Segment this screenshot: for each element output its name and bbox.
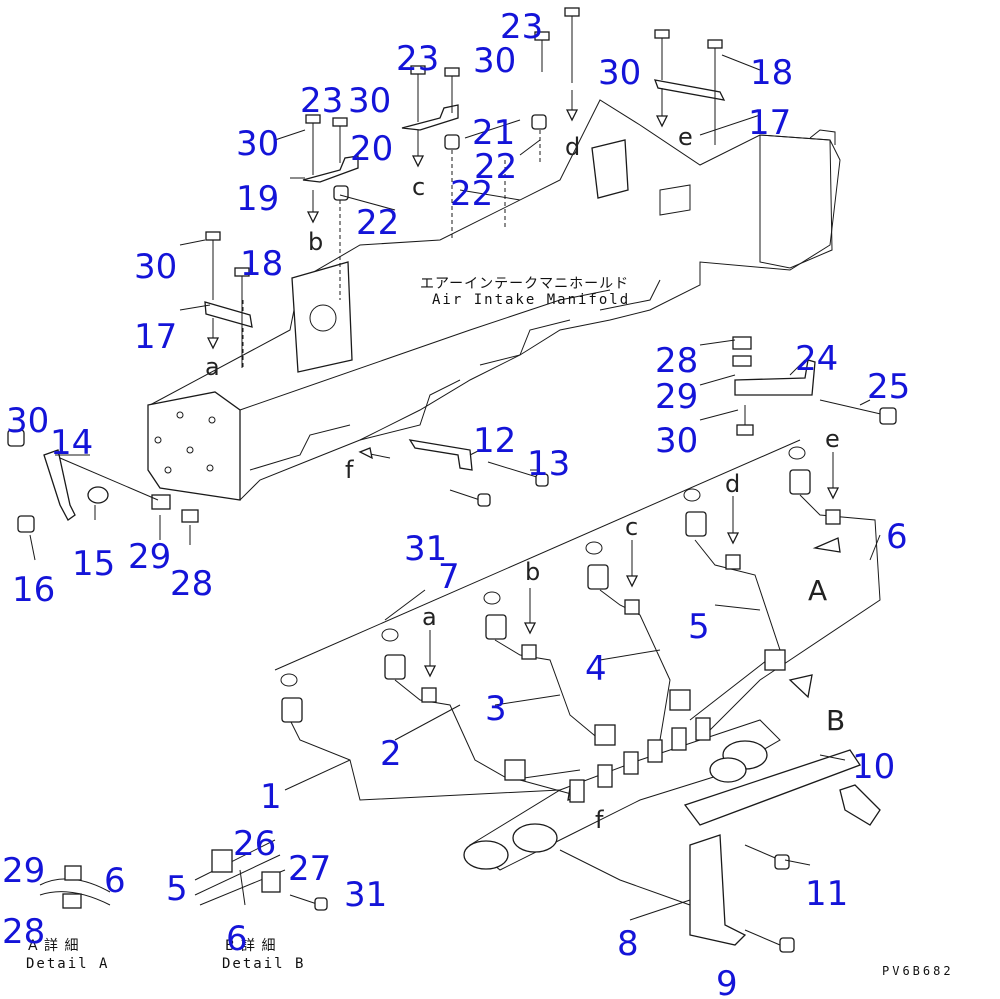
svg-text:c: c	[625, 513, 638, 541]
part-number-31-detail: 31	[344, 875, 387, 915]
detail-b-title-jp: B 詳 細	[225, 938, 277, 954]
part-number-26: 26	[233, 824, 276, 864]
part-number-29-right: 29	[655, 377, 698, 417]
part-number-18-left: 18	[240, 244, 283, 284]
part-number-30-e: 30	[134, 247, 177, 287]
svg-text:b: b	[525, 558, 540, 586]
part-number-28-right: 28	[655, 341, 698, 381]
part-number-callouts: 1 2 3 4 5 6 7 8 9 10 11 12 13 14 15 16 1…	[2, 7, 910, 999]
part-number-9: 9	[716, 964, 738, 999]
part-number-5-detail: 5	[166, 869, 188, 909]
part-number-20: 20	[350, 129, 393, 169]
detail-a-drawing	[39, 865, 111, 909]
part-number-27: 27	[288, 849, 331, 889]
bracket-assembly	[559, 749, 881, 953]
part-number-30-a: 30	[473, 41, 516, 81]
upper-bolts	[7, 7, 897, 533]
part-number-30-b: 30	[598, 53, 641, 93]
part-number-17-right: 17	[748, 103, 791, 143]
injection-pump	[463, 717, 781, 871]
detail-b-drawing	[194, 839, 328, 911]
part-number-28-left: 28	[170, 564, 213, 604]
part-number-22-a: 22	[474, 147, 517, 187]
view-arrows: A B	[788, 537, 845, 737]
part-number-31-main: 31	[404, 529, 447, 569]
svg-text:a: a	[205, 353, 220, 381]
part-number-23-c: 23	[300, 81, 343, 121]
leader-lines	[29, 54, 881, 921]
svg-text:d: d	[565, 133, 580, 161]
part-number-6: 6	[886, 517, 908, 557]
part-number-6-detail-b: 6	[226, 919, 248, 959]
detail-a-title-jp: A 詳 細	[28, 938, 79, 954]
svg-text:c: c	[412, 173, 425, 201]
part-number-18-right: 18	[750, 53, 793, 93]
part-number-8: 8	[617, 924, 639, 964]
part-number-24: 24	[795, 339, 838, 379]
part-number-6-detail-a: 6	[104, 861, 126, 901]
part-number-29-left: 29	[128, 537, 171, 577]
view-arrow-a-label: A	[808, 574, 827, 607]
part-number-16: 16	[12, 570, 55, 610]
part-number-23-b: 23	[396, 39, 439, 79]
part-number-19: 19	[236, 179, 279, 219]
air-intake-manifold	[147, 99, 841, 501]
part-number-30-f: 30	[655, 421, 698, 461]
part-number-1: 1	[260, 777, 282, 817]
part-number-21: 21	[472, 113, 515, 153]
part-number-30-c: 30	[348, 81, 391, 121]
part-number-13: 13	[527, 444, 570, 484]
part-number-29-detail: 29	[2, 851, 45, 891]
drawing-code: PV6B682	[882, 964, 954, 978]
part-number-15: 15	[72, 544, 115, 584]
svg-text:d: d	[725, 470, 740, 498]
part-number-23-a: 23	[500, 7, 543, 47]
part-number-22-b: 22	[450, 174, 493, 214]
svg-text:f: f	[345, 456, 354, 484]
detail-a-title-en: Detail A	[26, 956, 109, 972]
svg-text:b: b	[308, 228, 323, 256]
part-number-30-d: 30	[236, 124, 279, 164]
part-number-5: 5	[688, 607, 710, 647]
part-number-10: 10	[852, 747, 895, 787]
part-number-28-detail: 28	[2, 912, 45, 952]
detail-b-title-en: Detail B	[222, 956, 305, 972]
part-number-25: 25	[867, 367, 910, 407]
svg-text:e: e	[825, 425, 840, 453]
svg-text:e: e	[678, 123, 693, 151]
part-number-4: 4	[585, 649, 607, 689]
manifold-letters: a b c d e f	[205, 123, 693, 484]
part-number-7: 7	[438, 557, 460, 597]
manifold-label-en: Air Intake Manifold	[432, 292, 630, 308]
svg-text:a: a	[422, 603, 437, 631]
manifold-label-jp: エアーインテークマニホールド	[420, 276, 629, 292]
part-number-11: 11	[805, 874, 848, 914]
part-number-2: 2	[380, 734, 402, 774]
manifold-connection-arrows	[206, 88, 669, 460]
part-number-3: 3	[485, 689, 507, 729]
part-number-12: 12	[473, 421, 516, 461]
part-number-30-g: 30	[6, 401, 49, 441]
view-arrow-b-label: B	[826, 704, 845, 737]
part-number-17-left: 17	[134, 317, 177, 357]
part-number-22-c: 22	[356, 203, 399, 243]
part-number-14: 14	[50, 423, 93, 463]
